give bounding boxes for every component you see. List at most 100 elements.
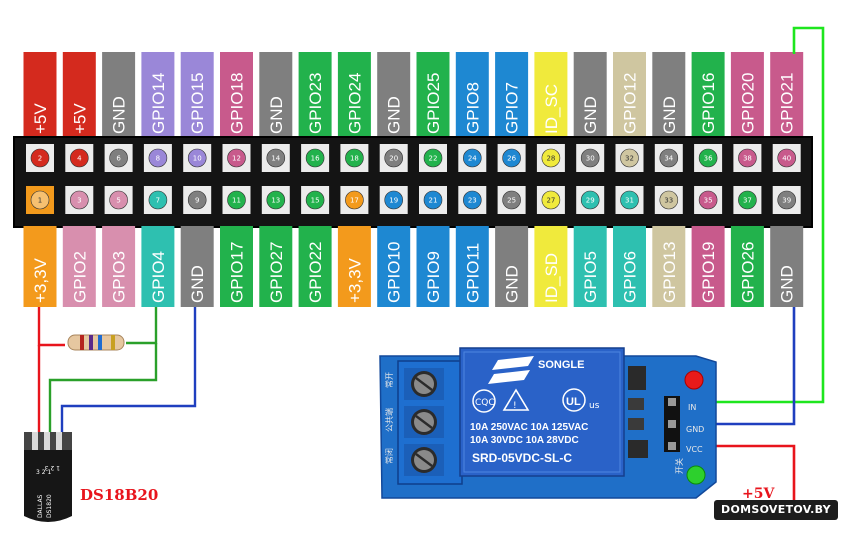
pin-8: 8 [143, 144, 172, 172]
wiring [37, 26, 825, 500]
svg-text:2: 2 [38, 155, 42, 163]
bottom-pin-29: GPIO5 [573, 226, 607, 307]
svg-text:UL: UL [566, 396, 581, 408]
sensor-chip-part: DS1820 [46, 494, 53, 518]
svg-text:26: 26 [507, 155, 516, 163]
bottom-pin-label: GPIO13 [660, 242, 679, 303]
svg-text:9: 9 [195, 197, 199, 205]
ds18b20-sensor: 3 2 1 DALLAS DS1820 1 2 3 [24, 432, 72, 522]
bottom-pin-label: GPIO5 [581, 251, 600, 303]
top-pin-label: GND [385, 96, 404, 134]
svg-text:37: 37 [743, 197, 752, 205]
pin-19: 19 [379, 186, 408, 214]
top-pin-label: +5V [31, 103, 50, 134]
bottom-pin-7: GPIO4 [141, 226, 175, 307]
bottom-pin-label: GPIO26 [738, 242, 757, 303]
top-pin-2: +5V [23, 52, 57, 138]
svg-text:20: 20 [389, 155, 398, 163]
pin-18: 18 [340, 144, 369, 172]
pin-4: 4 [65, 144, 94, 172]
pin-39: 39 [772, 186, 801, 214]
svg-text:1: 1 [38, 197, 42, 205]
bottom-pin-label: ID_SD [542, 253, 561, 303]
pin-14: 14 [261, 144, 290, 172]
pin-5: 5 [104, 186, 133, 214]
top-pin-18: GPIO24 [337, 52, 371, 138]
sensor-label: DS18B20 [80, 486, 158, 504]
bottom-pin-5: GPIO3 [102, 226, 136, 307]
svg-text:!: ! [513, 401, 517, 411]
bottom-pin-label: GPIO10 [385, 242, 404, 303]
bottom-pin-21: GPIO9 [416, 226, 450, 307]
svg-text:28: 28 [546, 155, 555, 163]
bottom-pin-31: GPIO6 [613, 226, 646, 307]
sensor-pins-back: 1 2 3 [45, 464, 60, 471]
pin-34: 34 [654, 144, 683, 172]
svg-text:12: 12 [232, 155, 241, 163]
top-pin-20: GND [377, 52, 411, 138]
svg-text:40: 40 [782, 155, 791, 163]
svg-text:3: 3 [77, 197, 81, 205]
pin-17: 17 [340, 186, 369, 214]
svg-text:6: 6 [116, 155, 121, 163]
terminal-screws [404, 368, 444, 476]
relay-spec-line1: 10A 250VAC 10A 125VAC [470, 422, 588, 433]
svg-text:34: 34 [664, 155, 673, 163]
top-pin-label: GPIO15 [188, 73, 207, 134]
bottom-pin-label: GPIO9 [424, 251, 443, 303]
top-pin-label: GPIO12 [621, 73, 640, 134]
led-label: 开关 [674, 458, 684, 474]
svg-text:8: 8 [156, 155, 160, 163]
top-pin-label: GND [110, 96, 129, 134]
pullup-resistor [67, 334, 125, 351]
wire-3v3-red [37, 307, 65, 347]
svg-text:常开: 常开 [385, 372, 394, 388]
pin-24: 24 [458, 144, 487, 172]
bottom-pin-19: GPIO10 [377, 226, 411, 307]
top-pin-10: GPIO15 [180, 52, 214, 138]
pin-1: 1 [26, 186, 54, 214]
bottom-pin-25: GND [495, 226, 529, 307]
pin-33: 33 [654, 186, 683, 214]
pin-12: 12 [222, 144, 251, 172]
relay-brand: SONGLE [538, 359, 584, 371]
svg-text:39: 39 [782, 197, 791, 205]
pin-21: 21 [419, 186, 447, 214]
svg-text:23: 23 [468, 197, 477, 205]
svg-text:25: 25 [507, 197, 516, 205]
sensor-pins-front: 3 2 1 [36, 469, 51, 476]
bottom-pin-37: GPIO26 [730, 226, 764, 307]
bottom-pin-23: GPIO11 [455, 226, 489, 307]
svg-text:35: 35 [704, 197, 713, 205]
svg-text:5: 5 [116, 197, 120, 205]
pin-31: 31 [615, 186, 644, 214]
pin-9: 9 [183, 186, 212, 214]
sensor-chip-brand: DALLAS [37, 494, 44, 518]
bottom-pin-label: GPIO22 [306, 242, 325, 303]
top-pin-12: GPIO18 [220, 52, 253, 138]
pin-32: 32 [615, 144, 644, 172]
wire-resistor-gpio4 [126, 307, 158, 345]
svg-text:常闭: 常闭 [385, 448, 394, 464]
cqc-icon: CQC [472, 389, 496, 413]
pin-20: 20 [379, 144, 408, 172]
top-pin-38: GPIO20 [730, 52, 764, 138]
warning-triangle-icon [502, 388, 530, 411]
watermark-badge [714, 500, 838, 520]
pin-26: 26 [497, 144, 526, 172]
wire-gpio4-green [48, 343, 158, 432]
svg-text:16: 16 [311, 155, 320, 163]
svg-text:29: 29 [586, 197, 595, 205]
top-pin-40: GPIO21 [770, 52, 804, 138]
bottom-pin-label: GPIO3 [110, 251, 129, 303]
svg-text:4: 4 [77, 155, 82, 163]
bottom-pin-1: +3,3V [23, 226, 57, 307]
bottom-pin-15: GPIO22 [298, 226, 332, 307]
top-pin-label: GPIO21 [778, 73, 797, 134]
svg-text:7: 7 [156, 197, 160, 205]
pin-23: 23 [458, 186, 487, 214]
pin-6: 6 [104, 144, 133, 172]
power-5v-label: +5V [742, 486, 775, 502]
bottom-pin-27: ID_SD [534, 226, 568, 307]
